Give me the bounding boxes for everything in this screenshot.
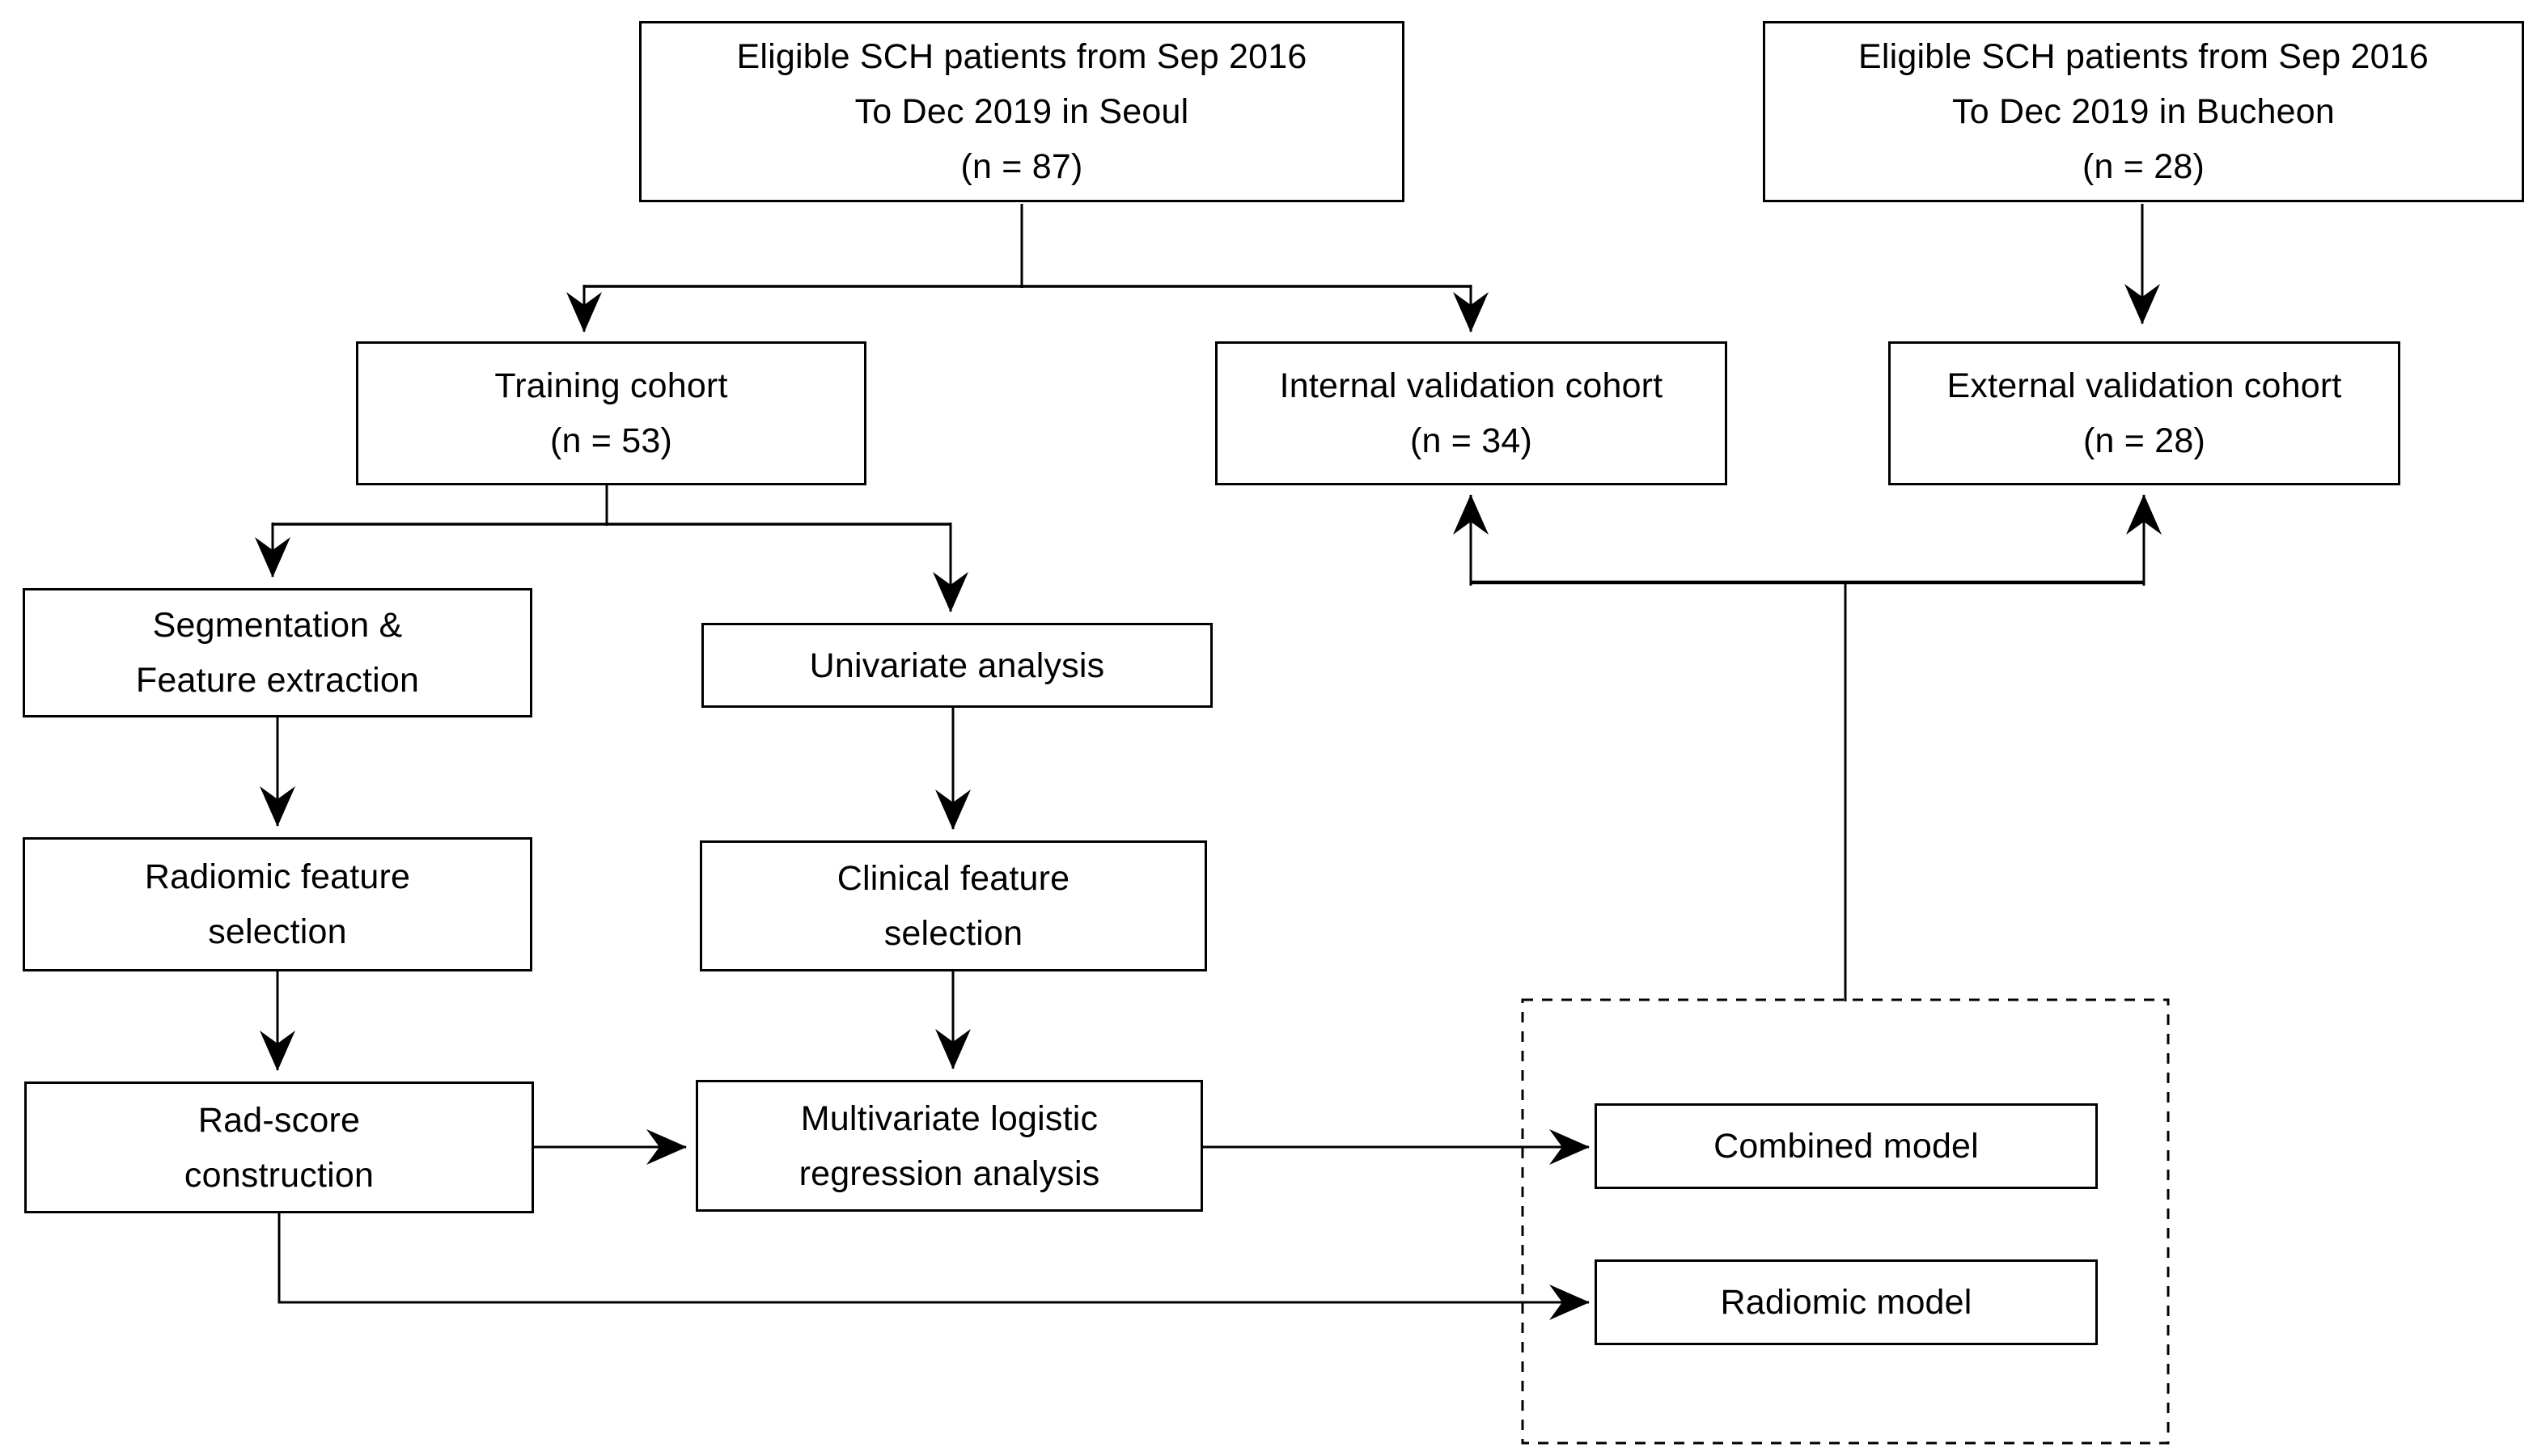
node-external-validation-cohort: External validation cohort (n = 28) xyxy=(1888,341,2400,485)
node-univariate-analysis: Univariate analysis xyxy=(701,623,1213,708)
arrow-rad-score-to-radiomic-model xyxy=(277,1213,1590,1320)
node-training-cohort: Training cohort (n = 53) xyxy=(356,341,866,485)
node-radiomic-feature-selection: Radiomic feature selection xyxy=(23,837,532,971)
node-rad-score-construction: Rad-score construction xyxy=(24,1081,534,1213)
node-multivariate-logistic-regression: Multivariate logistic regression analysi… xyxy=(696,1080,1203,1212)
node-clinical-feature-selection: Clinical feature selection xyxy=(700,840,1207,971)
node-eligible-patients-bucheon: Eligible SCH patients from Sep 2016 To D… xyxy=(1763,21,2524,202)
node-internal-validation-cohort: Internal validation cohort (n = 34) xyxy=(1215,341,1727,485)
node-eligible-patients-seoul: Eligible SCH patients from Sep 2016 To D… xyxy=(639,21,1404,202)
node-segmentation-feature-extraction: Segmentation & Feature extraction xyxy=(23,588,532,717)
node-radiomic-model: Radiomic model xyxy=(1595,1259,2098,1345)
node-combined-model: Combined model xyxy=(1595,1103,2098,1189)
models-group-dashed-box xyxy=(1521,998,2170,1445)
